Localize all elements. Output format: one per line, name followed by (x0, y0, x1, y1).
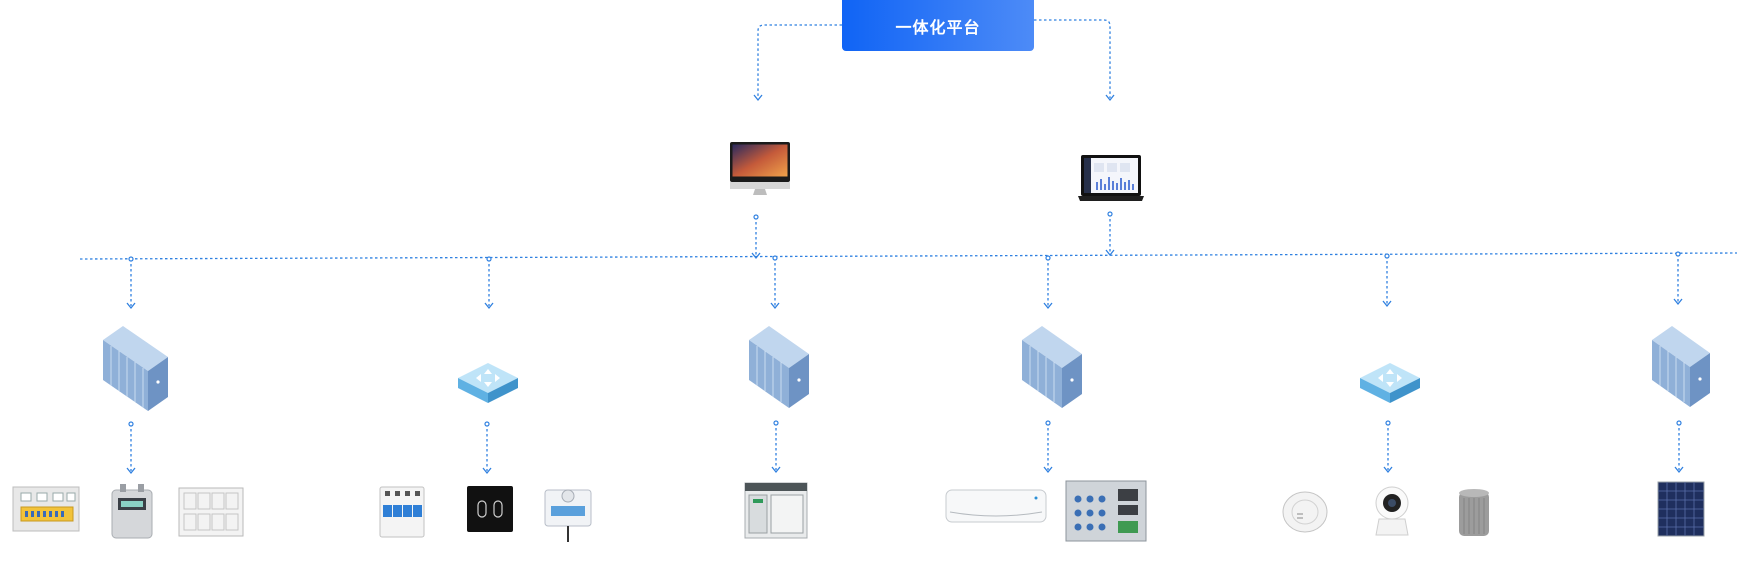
solar-panel-icon (1657, 481, 1705, 537)
device-group-6 (1657, 481, 1705, 537)
device-group-2 (379, 486, 592, 542)
network-switch-icon (458, 363, 518, 403)
air-conditioner-icon (945, 489, 1047, 523)
link-markers (126, 94, 1684, 475)
temperature-sensor-icon (544, 489, 592, 542)
security-camera-icon (1375, 486, 1409, 536)
gateway-3 (749, 326, 809, 408)
device-group-5 (1282, 486, 1489, 536)
device-group-3 (744, 482, 808, 539)
distribution-box-icon (12, 486, 80, 532)
gateway-5 (1360, 363, 1420, 403)
gateway-1 (103, 326, 168, 411)
server-rack-icon (1022, 326, 1082, 408)
platform-label: 一体化平台 (895, 17, 981, 37)
network-bus-line (79, 252, 1737, 260)
circuit-breaker-icon (379, 486, 425, 538)
device-group-1 (12, 484, 244, 539)
connection-lines (79, 19, 1737, 471)
server-rack-icon (749, 326, 809, 408)
gateway-4 (1022, 326, 1082, 408)
gas-meter-icon (111, 484, 153, 539)
server-rack-icon (103, 326, 168, 411)
server-rack-icon (1652, 326, 1710, 407)
control-panel-icon (1065, 480, 1147, 542)
smart-switch-icon (467, 486, 513, 532)
gateway-2 (458, 363, 518, 403)
integrated-platform-box: 一体化平台 (842, 0, 1034, 51)
gateway-6 (1652, 326, 1710, 407)
device-group-4 (945, 480, 1147, 542)
network-switch-icon (1360, 363, 1420, 403)
air-purifier-icon (1459, 489, 1489, 536)
smoke-detector-icon (1282, 491, 1328, 533)
imac-icon (730, 142, 790, 195)
link-platform-laptop (1034, 19, 1111, 98)
air-compressor-icon (744, 482, 808, 539)
link-origin-dots (128, 211, 1682, 427)
laptop-icon (1078, 155, 1144, 201)
meter-cabinet-icon (178, 487, 244, 537)
link-platform-desktop (757, 24, 842, 98)
